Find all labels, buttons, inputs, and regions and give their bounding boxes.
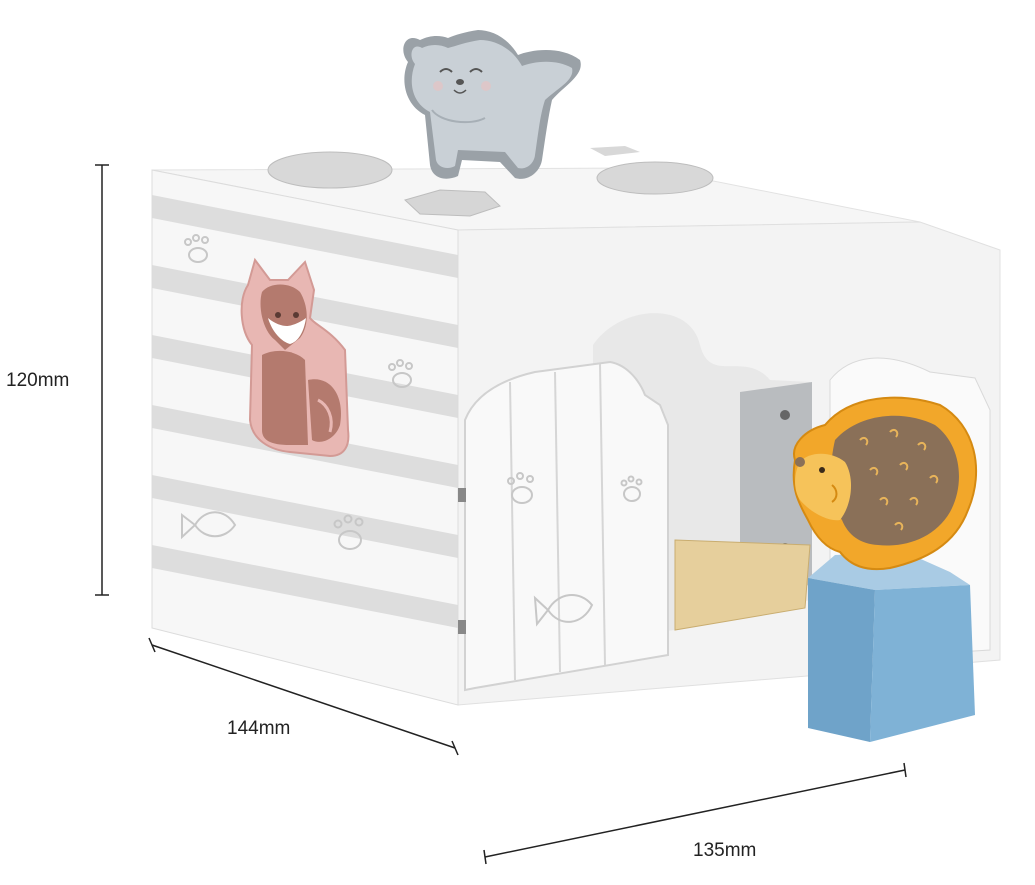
door-hinge <box>458 620 466 634</box>
paw-print-icon <box>388 359 413 388</box>
paw-print-icon <box>333 514 364 550</box>
fox-figure-icon <box>240 257 350 458</box>
top-hole-hexagon <box>404 189 501 217</box>
interior-wood-floor <box>674 539 811 631</box>
paw-print-icon <box>184 234 209 263</box>
fish-icon <box>533 594 594 627</box>
wall-screw <box>780 410 790 420</box>
fish-icon <box>181 511 237 540</box>
interior-back-wall <box>740 382 812 590</box>
height-dimension-label: 120mm <box>6 370 70 391</box>
paw-print-icon <box>620 475 643 502</box>
depth-dimension-line <box>148 637 459 756</box>
paw-print-icon <box>507 472 534 504</box>
width-dimension-line <box>483 762 907 865</box>
bear-figure-icon <box>403 30 581 179</box>
hedgehog-figure-icon <box>792 396 978 571</box>
door-hinge <box>458 488 466 502</box>
door-planks <box>509 363 606 681</box>
hexagon-block-icon <box>808 552 975 742</box>
top-hole-oval <box>596 161 714 195</box>
width-dimension-label: 135mm <box>693 840 757 861</box>
depth-dimension-label: 144mm <box>227 718 291 739</box>
cube-door <box>464 360 669 692</box>
top-hole-small <box>590 146 640 156</box>
height-dimension-line <box>95 164 109 596</box>
top-hole-circle <box>267 151 393 189</box>
